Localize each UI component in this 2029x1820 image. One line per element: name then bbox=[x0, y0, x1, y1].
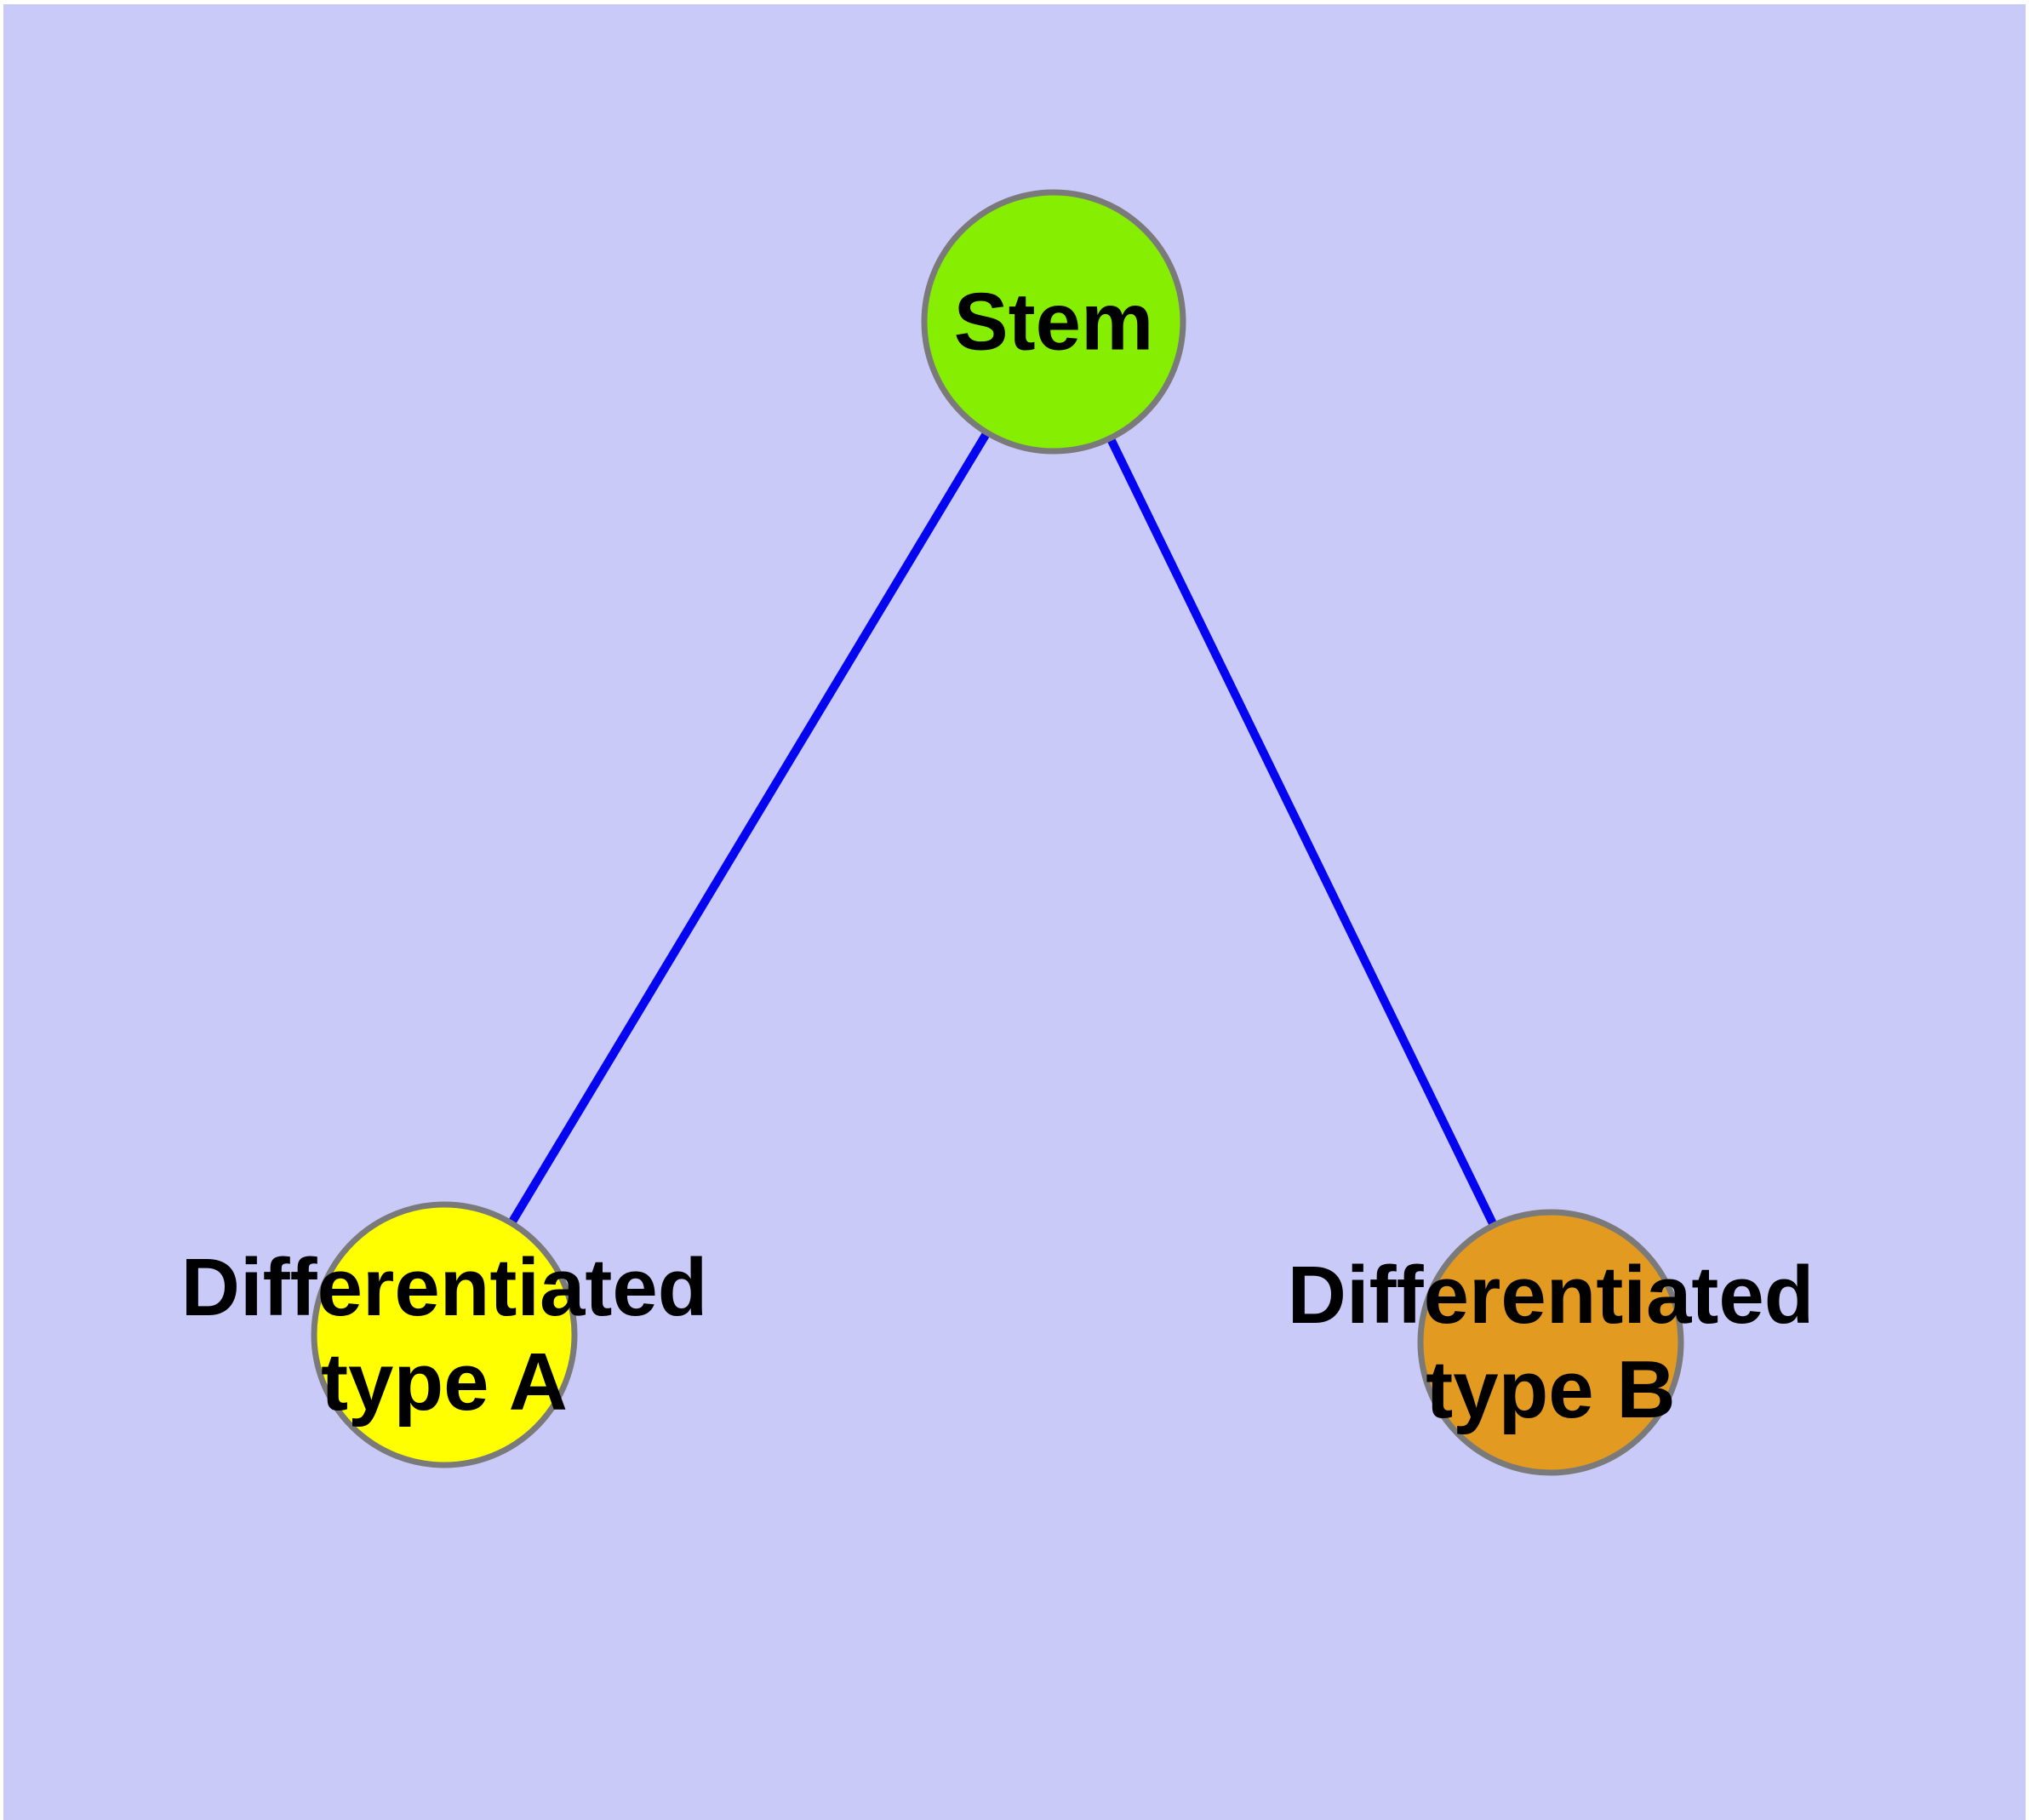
node-diff-type-a-circle bbox=[311, 1201, 578, 1468]
node-stem-label: Stem bbox=[954, 277, 1154, 368]
edge-stem-to-diff-type-b bbox=[1106, 436, 1498, 1228]
node-diff-type-a-label-line-2: type A bbox=[321, 1336, 568, 1428]
node-diff-type-b-label-line-1: Differentiated bbox=[1288, 1250, 1815, 1341]
node-stem-label-line-1: Stem bbox=[954, 277, 1154, 368]
node-diff-type-a-label-line-1: Differentiated bbox=[181, 1242, 708, 1333]
edges-layer bbox=[507, 430, 1498, 1228]
edge-stem-to-diff-type-a bbox=[507, 430, 991, 1226]
node-stem-circle bbox=[921, 189, 1186, 455]
node-diff-type-b-label-line-2: type B bbox=[1426, 1344, 1675, 1435]
node-diff-type-b-circle bbox=[1417, 1209, 1684, 1476]
nodes-layer bbox=[311, 189, 1684, 1476]
